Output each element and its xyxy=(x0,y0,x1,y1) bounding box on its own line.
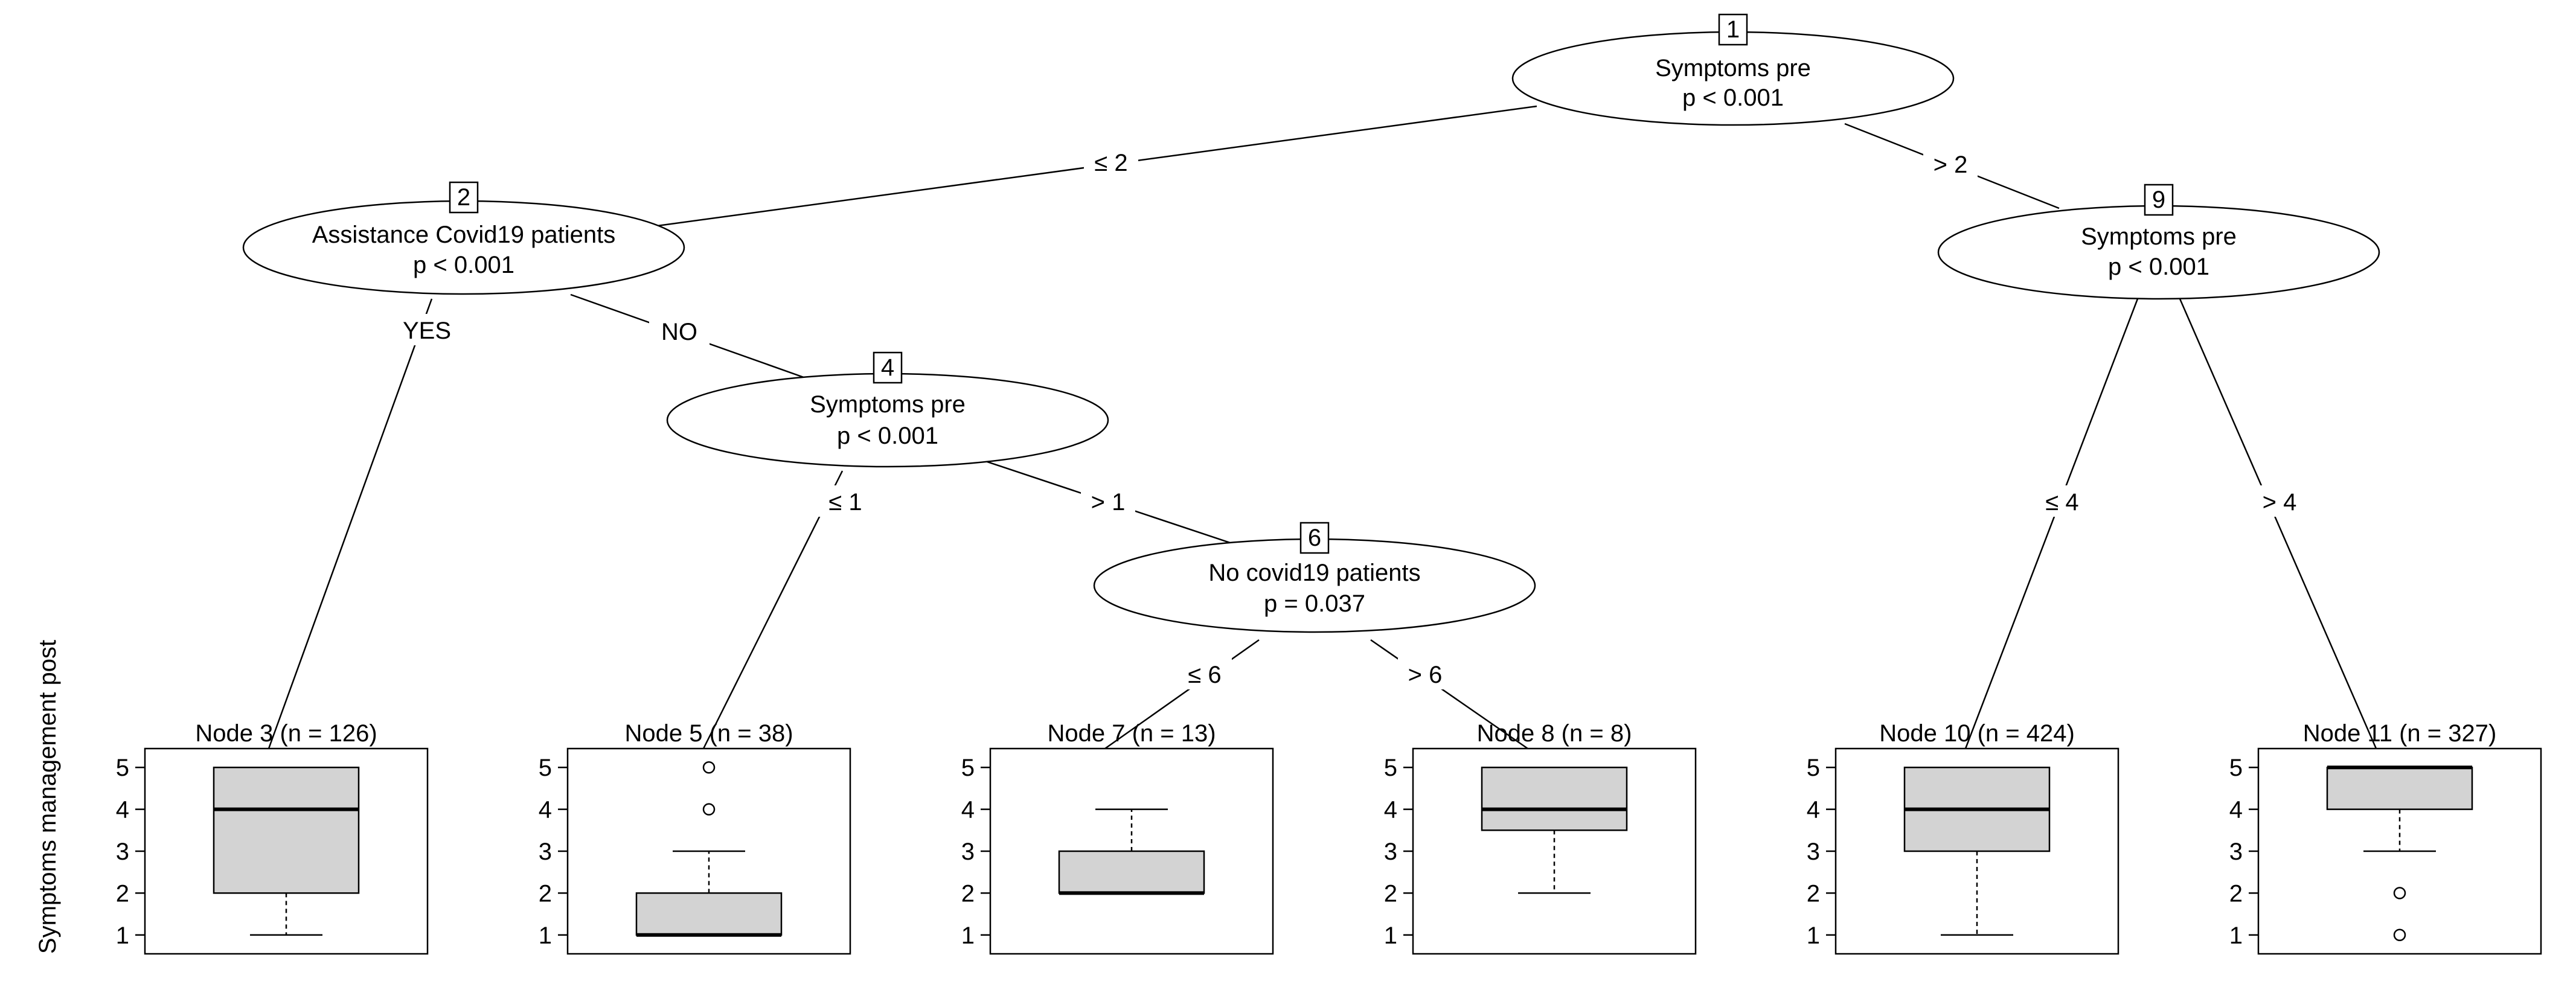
y-tick-label: 2 xyxy=(1384,880,1397,907)
node-variable: Symptoms pre xyxy=(1655,55,1811,81)
node-ellipse xyxy=(666,372,1109,468)
outlier-point xyxy=(2393,928,2406,942)
node-id: 4 xyxy=(881,354,894,381)
edge-9-10 xyxy=(1964,298,2139,749)
inner-node-4: 4 Symptoms pre p < 0.001 xyxy=(666,351,1109,468)
y-tick-label: 5 xyxy=(1384,755,1397,781)
tree-edges xyxy=(268,105,2377,750)
edge-labels: ≤ 2 > 2 YES NO ≤ 1 > 1 ≤ 6 > 6 ≤ 4 > 4 xyxy=(394,146,2307,689)
y-tick-label: 5 xyxy=(1807,755,1820,781)
y-tick-label: 1 xyxy=(1807,922,1820,949)
edge-label-1-2: ≤ 2 xyxy=(1094,150,1127,176)
y-tick-label: 4 xyxy=(2229,797,2243,823)
edge-label-4-6: > 1 xyxy=(1091,489,1126,516)
edge-label-9-10: ≤ 4 xyxy=(2045,489,2078,516)
y-tick-label: 3 xyxy=(539,839,552,865)
y-tick-label: 4 xyxy=(1807,797,1820,823)
terminal-node-7: Node 7 (n = 13) 1 2 3 4 5 xyxy=(961,720,1274,955)
node-variable: Symptoms pre xyxy=(2081,223,2237,250)
y-tick-label: 4 xyxy=(961,797,975,823)
node-variable: Symptoms pre xyxy=(810,391,966,418)
edge-4-5 xyxy=(702,470,844,749)
box-iqr xyxy=(2326,766,2473,810)
terminal-node-title: Node 10 (n = 424) xyxy=(1879,720,2075,747)
edge-label-9-11: > 4 xyxy=(2263,489,2297,516)
box-iqr xyxy=(1058,850,1205,894)
edge-6-8 xyxy=(1370,639,1528,750)
node-p-value: p < 0.001 xyxy=(1682,85,1784,111)
terminal-node-10: Node 10 (n = 424) 1 2 3 4 5 xyxy=(1807,720,2119,955)
y-tick-label: 5 xyxy=(539,755,552,781)
y-tick-label: 1 xyxy=(961,922,975,949)
terminal-node-title: Node 11 (n = 327) xyxy=(2303,720,2497,747)
y-tick-label: 1 xyxy=(539,922,552,949)
y-tick-label: 2 xyxy=(1807,880,1820,907)
y-tick-label: 1 xyxy=(2229,922,2243,949)
inner-node-6: 6 No covid19 patients p = 0.037 xyxy=(1093,522,1536,633)
node-id-box xyxy=(449,181,479,214)
node-id-box xyxy=(1299,522,1330,554)
box-iqr xyxy=(213,766,360,894)
y-tick-label: 5 xyxy=(116,755,129,781)
node-id-box xyxy=(2144,184,2174,216)
y-tick-label: 3 xyxy=(1384,839,1397,865)
node-p-value: p < 0.001 xyxy=(837,423,938,449)
inner-node-1: 1 Symptoms pre p < 0.001 xyxy=(1511,13,1955,126)
terminal-node-title: Node 3 (n = 126) xyxy=(195,720,377,747)
y-tick-label: 2 xyxy=(116,880,129,907)
edge-label-4-5: ≤ 1 xyxy=(828,489,862,516)
edge-label-2-3: YES xyxy=(403,318,451,344)
outlier-point xyxy=(702,803,716,816)
outlier-point xyxy=(2393,887,2406,899)
inner-node-2: 2 Assistance Covid19 patients p < 0.001 xyxy=(242,181,685,295)
y-tick-label: 2 xyxy=(539,880,552,907)
terminal-node-title: Node 7 (n = 13) xyxy=(1047,720,1216,747)
node-variable: No covid19 patients xyxy=(1208,560,1420,586)
y-tick-label: 3 xyxy=(2229,839,2243,865)
edge-9-11 xyxy=(2179,298,2377,749)
y-tick-label: 4 xyxy=(539,797,552,823)
y-tick-label: 4 xyxy=(1384,797,1397,823)
terminal-node-title: Node 5 (n = 38) xyxy=(624,720,793,747)
y-tick-label: 4 xyxy=(116,797,129,823)
terminal-nodes: Node 3 (n = 126) 1 2 3 4 5 Node 5 (n = 38) 1 2 3 4… xyxy=(116,720,2542,955)
y-tick-label: 5 xyxy=(2229,755,2243,781)
terminal-node-title: Node 8 (n = 8) xyxy=(1477,720,1632,747)
node-id-box xyxy=(873,351,903,384)
node-p-value: p < 0.001 xyxy=(2108,254,2209,280)
node-id-box xyxy=(1718,13,1748,46)
node-id: 1 xyxy=(1726,16,1740,43)
edge-label-6-8: > 6 xyxy=(1408,662,1443,688)
outlier-point xyxy=(702,761,716,774)
inner-node-9: 9 Symptoms pre p < 0.001 xyxy=(1937,184,2380,300)
edge-label-2-4: NO xyxy=(661,319,697,345)
terminal-node-8: Node 8 (n = 8) 1 2 3 4 5 xyxy=(1384,720,1697,955)
y-axis-label: Symptoms management post xyxy=(34,640,61,954)
y-tick-label: 1 xyxy=(1384,922,1397,949)
y-tick-label: 3 xyxy=(116,839,129,865)
terminal-node-3: Node 3 (n = 126) 1 2 3 4 5 xyxy=(116,720,429,955)
node-id: 9 xyxy=(2152,187,2165,213)
box-iqr xyxy=(635,892,783,936)
node-variable: Assistance Covid19 patients xyxy=(312,222,616,248)
y-tick-label: 5 xyxy=(961,755,975,781)
edge-6-7 xyxy=(1104,639,1260,750)
y-tick-label: 3 xyxy=(961,839,975,865)
y-tick-label: 1 xyxy=(116,922,129,949)
box-iqr xyxy=(1481,766,1628,831)
node-p-value: p = 0.037 xyxy=(1264,590,1365,617)
y-tick-label: 2 xyxy=(2229,880,2243,907)
edge-label-6-7: ≤ 6 xyxy=(1188,662,1221,688)
node-ellipse xyxy=(1937,205,2380,300)
edge-2-3 xyxy=(268,298,433,749)
node-p-value: p < 0.001 xyxy=(413,252,514,278)
node-id: 2 xyxy=(457,184,470,211)
terminal-node-5: Node 5 (n = 38) 1 2 3 4 5 xyxy=(539,720,851,955)
edge-label-1-9: > 2 xyxy=(1934,152,1968,178)
y-tick-label: 3 xyxy=(1807,839,1820,865)
terminal-node-11: Node 11 (n = 327) 1 2 3 4 5 xyxy=(2229,720,2542,955)
y-tick-label: 2 xyxy=(961,880,975,907)
node-id: 6 xyxy=(1308,525,1321,551)
